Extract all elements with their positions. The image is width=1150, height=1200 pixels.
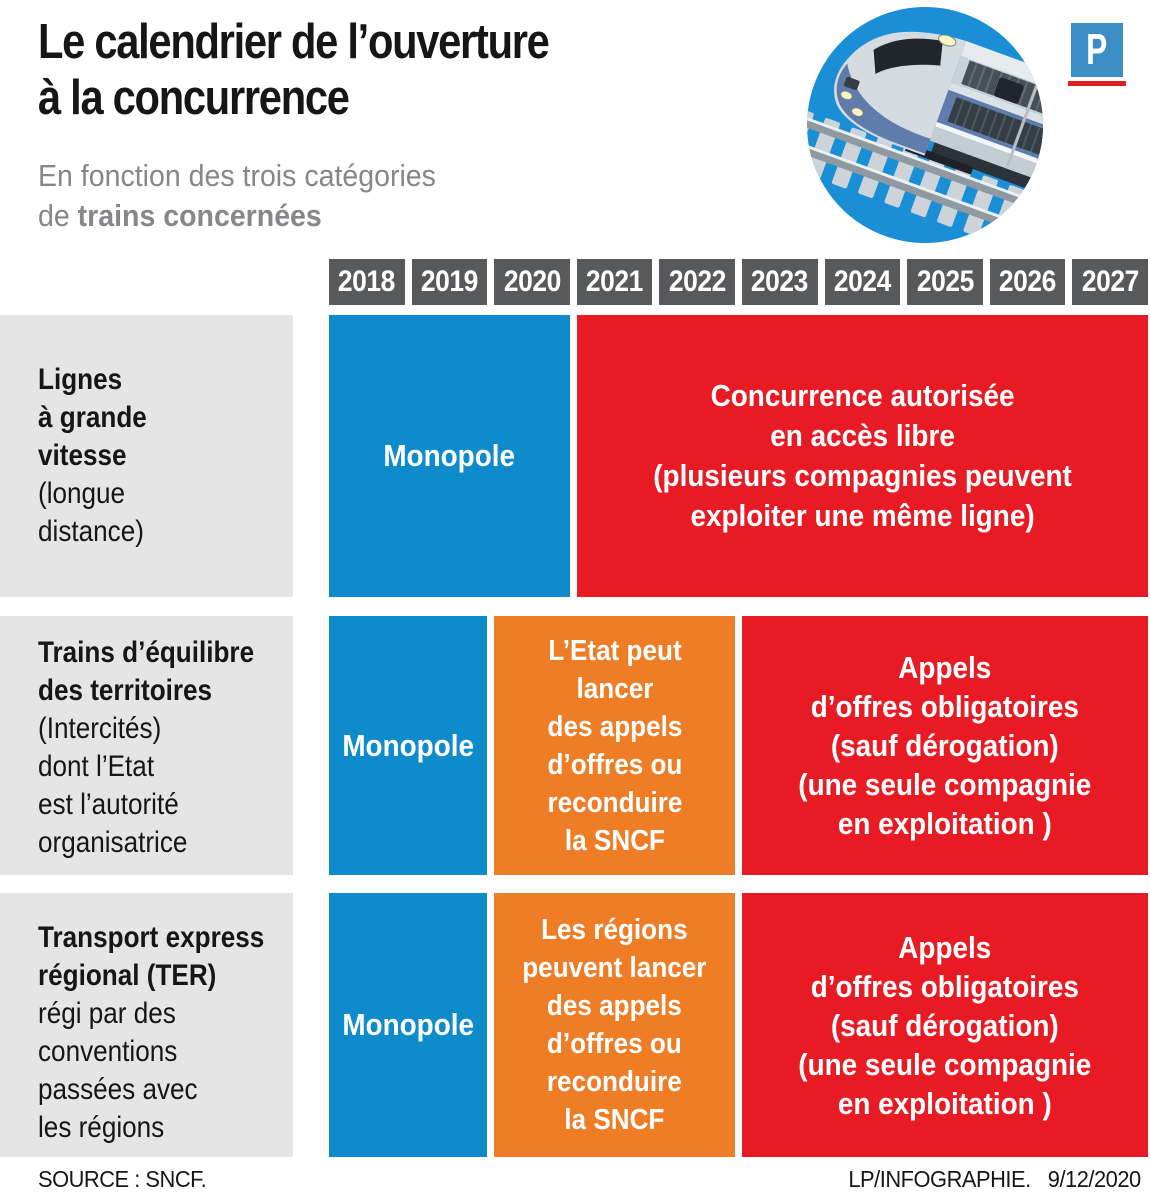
subtitle-line-2: de trains concernées — [38, 198, 322, 233]
year-2025: 2025 — [907, 259, 983, 305]
year-2020: 2020 — [494, 259, 570, 305]
logo-red-underline — [1068, 81, 1126, 86]
timeline-row-lgv: Monopole Concurrence autorisée en accès … — [329, 315, 1148, 597]
year-2027: 2027 — [1072, 259, 1148, 305]
credit-label: LP/INFOGRAPHIE. — [848, 1166, 1032, 1192]
segment-intercites-monopole: Monopole — [329, 616, 488, 875]
segment-intercites-tender-mandatory: Appels d’offres obligatoires (sauf dérog… — [741, 616, 1148, 875]
category-label-ter: Transport express régional (TER) régi pa… — [0, 893, 293, 1157]
year-2024: 2024 — [824, 259, 901, 305]
train-body — [834, 31, 1043, 216]
year-2026: 2026 — [989, 259, 1066, 305]
page-title: Le calendrier de l’ouverture à la concur… — [38, 14, 550, 126]
segment-lgv-monopole: Monopole — [329, 315, 570, 597]
year-2021: 2021 — [576, 259, 653, 305]
timeline-row-ter: Monopole Les régions peuvent lancer des … — [329, 893, 1148, 1157]
tgv-train-illustration — [765, 2, 1065, 248]
logo-letter: P — [1086, 25, 1108, 74]
title-line-1: Le calendrier de l’ouverture — [38, 15, 550, 69]
credit-date: 9/12/2020 — [1048, 1166, 1141, 1192]
subtitle-bold-text: trains concernées — [77, 198, 322, 233]
train-icon — [807, 7, 1043, 243]
year-2022: 2022 — [659, 259, 735, 305]
category-label-lgv: Lignes à grande vitesse (longue distance… — [0, 315, 293, 597]
page-subtitle: En fonction des trois catégories de trai… — [38, 156, 436, 236]
category-label-intercites: Trains d’équilibre des territoires (Inte… — [0, 616, 293, 875]
segment-lgv-open-access: Concurrence autorisée en accès libre (pl… — [576, 315, 1148, 597]
le-parisien-logo: P — [1071, 23, 1123, 77]
segment-ter-tender-mandatory: Appels d’offres obligatoires (sauf dérog… — [741, 893, 1148, 1157]
title-line-2: à la concurrence — [38, 71, 350, 125]
year-axis: 2018 2019 2020 2021 2022 2023 2024 2025 … — [329, 259, 1148, 305]
timeline-row-intercites: Monopole L’Etat peut lancer des appels d… — [329, 616, 1148, 875]
segment-intercites-tender-option: L’Etat peut lancer des appels d’offres o… — [494, 616, 735, 875]
year-2018: 2018 — [329, 259, 405, 305]
source-credit: SOURCE : SNCF. — [38, 1166, 207, 1192]
year-2023: 2023 — [741, 259, 818, 305]
segment-ter-tender-option: Les régions peuvent lancer des appels d’… — [494, 893, 735, 1157]
infographic-credit: LP/INFOGRAPHIE. 9/12/2020 — [848, 1166, 1142, 1193]
subtitle-line-1: En fonction des trois catégories — [38, 158, 436, 193]
segment-ter-monopole: Monopole — [329, 893, 488, 1157]
year-2019: 2019 — [411, 259, 488, 305]
